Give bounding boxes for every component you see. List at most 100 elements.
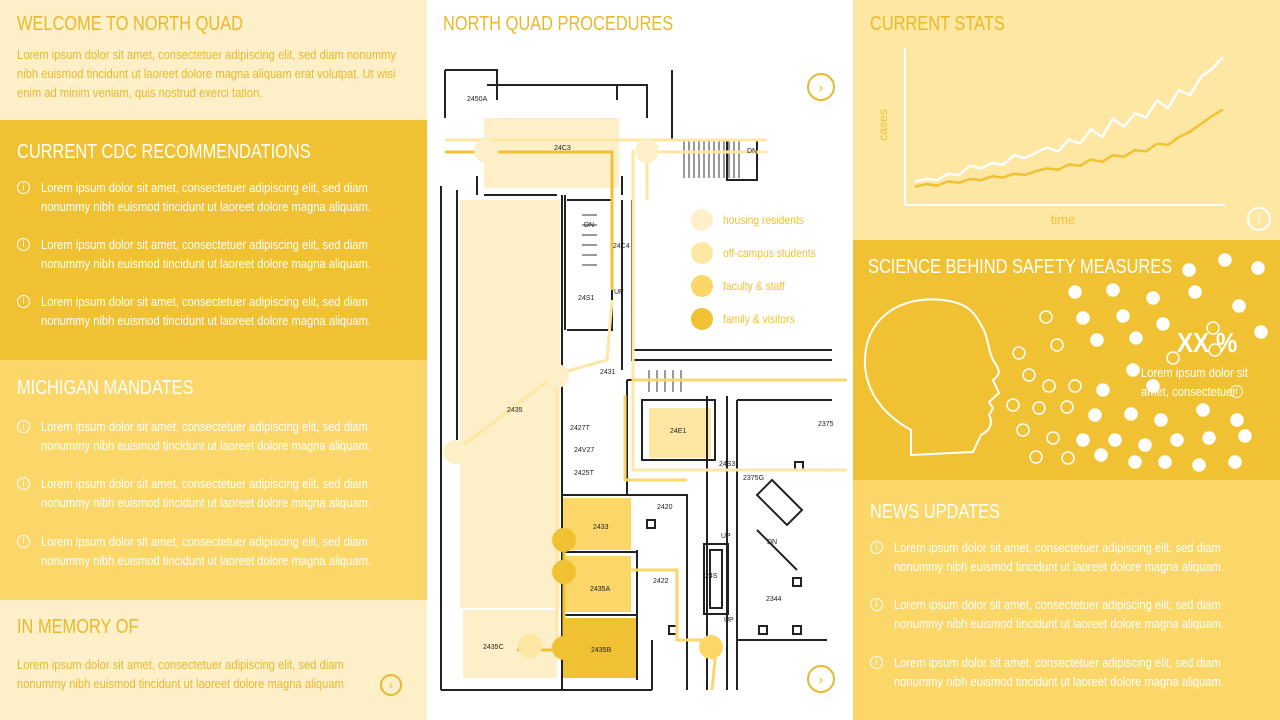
room-label: 24E1 — [670, 428, 686, 435]
series-line-0 — [914, 56, 1224, 183]
droplet — [1006, 398, 1020, 412]
stats-chart: cases time — [876, 48, 1225, 227]
room-label: 2435 — [507, 407, 523, 414]
info-icon[interactable]: i — [17, 535, 30, 548]
zone-24e1 — [649, 408, 711, 458]
room-label: 2435B — [591, 647, 612, 654]
head-silhouette-icon — [863, 298, 1001, 457]
next-arrow-button-top[interactable]: › — [807, 73, 835, 101]
droplet — [1032, 401, 1046, 415]
droplet — [1254, 325, 1268, 339]
droplet — [1196, 403, 1210, 417]
science-title: SCIENCE BEHIND SAFETY MEASURES — [868, 256, 1173, 278]
info-icon[interactable]: i — [870, 598, 883, 611]
science-info-icon[interactable]: i — [1230, 385, 1243, 398]
news-item: i Lorem ipsum dolor sit amet, consectetu… — [870, 538, 1280, 576]
cdc-item-text: Lorem ipsum dolor sit amet, consectetuer… — [41, 294, 372, 328]
droplet — [1068, 379, 1082, 393]
science-graphic — [863, 253, 1268, 472]
info-icon[interactable]: i — [17, 181, 30, 194]
mandates-item: i Lorem ipsum dolor sit amet, consectetu… — [17, 417, 427, 455]
legend-item-family: family & visitors — [691, 308, 806, 330]
stats-info-icon[interactable]: i — [1247, 207, 1271, 231]
droplet — [1016, 423, 1030, 437]
cdc-item: i Lorem ipsum dolor sit amet, consectetu… — [17, 178, 427, 216]
walls — [440, 69, 832, 691]
mandates-title: MICHIGAN MANDATES — [17, 377, 194, 399]
zone-2435a — [563, 556, 631, 612]
mandates-item: i Lorem ipsum dolor sit amet, consectetu… — [17, 474, 427, 512]
room-label: 2344 — [766, 596, 782, 603]
room-label: 2435C — [483, 644, 504, 651]
science-panel: SCIENCE BEHIND SAFETY MEASURES XX % Lore… — [853, 240, 1280, 480]
news-panel: NEWS UPDATES i Lorem ipsum dolor sit ame… — [853, 480, 1280, 720]
info-icon[interactable]: i — [870, 541, 883, 554]
info-icon[interactable]: i — [17, 420, 30, 433]
memory-title: IN MEMORY OF — [17, 616, 139, 638]
droplet — [1138, 438, 1152, 452]
droplet — [1076, 311, 1090, 325]
droplet — [1218, 253, 1232, 267]
room-label: 2375 — [818, 421, 834, 428]
droplet — [1208, 343, 1222, 357]
room-label: 2422 — [653, 578, 669, 585]
zone-2435c — [463, 610, 557, 678]
droplet — [1108, 433, 1122, 447]
droplet — [1156, 317, 1170, 331]
stats-panel: CURRENT STATS cases time i — [853, 0, 1280, 240]
droplet — [1124, 407, 1138, 421]
room-label: DN — [584, 222, 594, 229]
room-label: 24S3 — [719, 461, 735, 468]
room-label: 24C3 — [554, 145, 571, 152]
droplet — [1046, 431, 1060, 445]
room-label: 2435A — [590, 586, 611, 593]
room-labels: 2450A 24C3 24C4 24S1 2435 2427T 24V27 24… — [467, 96, 834, 654]
droplet — [1170, 433, 1184, 447]
info-icon[interactable]: i — [17, 238, 30, 251]
info-icon[interactable]: i — [17, 295, 30, 308]
cdc-title: CURRENT CDC RECOMMENDATIONS — [17, 141, 311, 163]
cdc-item: i Lorem ipsum dolor sit amet, consectetu… — [17, 235, 427, 273]
legend-label: faculty & staff — [723, 279, 785, 293]
news-item-text: Lorem ipsum dolor sit amet, consectetuer… — [894, 540, 1225, 574]
droplet — [1126, 363, 1140, 377]
droplet — [1042, 379, 1056, 393]
welcome-panel: WELCOME TO NORTH QUAD Lorem ipsum dolor … — [0, 0, 427, 120]
zone-hallway — [460, 200, 560, 608]
info-icon[interactable]: i — [17, 477, 30, 490]
droplet — [1029, 450, 1043, 464]
mandates-item-text: Lorem ipsum dolor sit amet, consectetuer… — [41, 476, 372, 510]
science-text: Lorem ipsum dolor sit amet, consectetuer — [1141, 365, 1248, 399]
fixtures — [646, 461, 804, 635]
room-label: UP — [614, 289, 624, 296]
droplet — [1202, 431, 1216, 445]
droplet — [1039, 310, 1053, 324]
stats-title: CURRENT STATS — [870, 13, 1005, 35]
y-axis-label: cases — [876, 109, 890, 140]
legend-item-faculty: faculty & staff — [691, 275, 795, 297]
droplet — [1182, 263, 1196, 277]
room-label: 2425T — [574, 470, 595, 477]
droplet — [1158, 455, 1172, 469]
legend-label: family & visitors — [723, 312, 795, 326]
mandates-panel: MICHIGAN MANDATES i Lorem ipsum dolor si… — [0, 360, 427, 600]
droplet — [1060, 400, 1074, 414]
info-icon[interactable]: i — [870, 656, 883, 669]
droplet — [1088, 408, 1102, 422]
legend-label: off-campus students — [723, 246, 816, 260]
room-label: DN — [767, 539, 777, 546]
cdc-item: i Lorem ipsum dolor sit amet, consectetu… — [17, 292, 427, 330]
news-item: i Lorem ipsum dolor sit amet, consectetu… — [870, 653, 1280, 691]
next-arrow-button-bottom[interactable]: › — [807, 665, 835, 693]
room-label: 2433 — [593, 524, 609, 531]
mandates-item: i Lorem ipsum dolor sit amet, consectetu… — [17, 532, 427, 570]
news-item-text: Lorem ipsum dolor sit amet, consectetuer… — [894, 597, 1225, 631]
cdc-panel: CURRENT CDC RECOMMENDATIONS i Lorem ipsu… — [0, 120, 427, 360]
droplet — [1230, 413, 1244, 427]
legend-dot — [691, 209, 713, 231]
cdc-item-text: Lorem ipsum dolor sit amet, consectetuer… — [41, 237, 372, 271]
droplet — [1106, 283, 1120, 297]
room-label: DN — [747, 148, 757, 155]
procedures-panel: NORTH QUAD PROCEDURES › › — [427, 0, 853, 720]
memory-next-button[interactable]: › — [380, 674, 402, 696]
